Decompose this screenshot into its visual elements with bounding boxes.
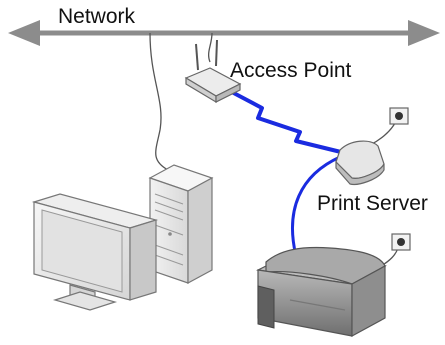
network-label: Network bbox=[58, 5, 136, 28]
printer-data-cable bbox=[291, 155, 341, 257]
desktop-computer-icon bbox=[31, 164, 214, 311]
network-arrow-icon bbox=[8, 20, 440, 46]
print-server-label: Print Server bbox=[317, 192, 428, 215]
power-outlet-icon bbox=[389, 107, 409, 125]
print-server-icon bbox=[335, 140, 385, 185]
access-point-network-cable bbox=[207, 32, 213, 63]
wireless-link bbox=[227, 88, 346, 155]
computer-network-cable bbox=[149, 32, 169, 171]
access-point-label: Access Point bbox=[230, 59, 352, 82]
print-server-power-cable bbox=[369, 122, 396, 146]
card-printer-icon bbox=[256, 246, 387, 338]
access-point-icon bbox=[184, 39, 242, 104]
power-outlet-icon bbox=[391, 233, 411, 251]
